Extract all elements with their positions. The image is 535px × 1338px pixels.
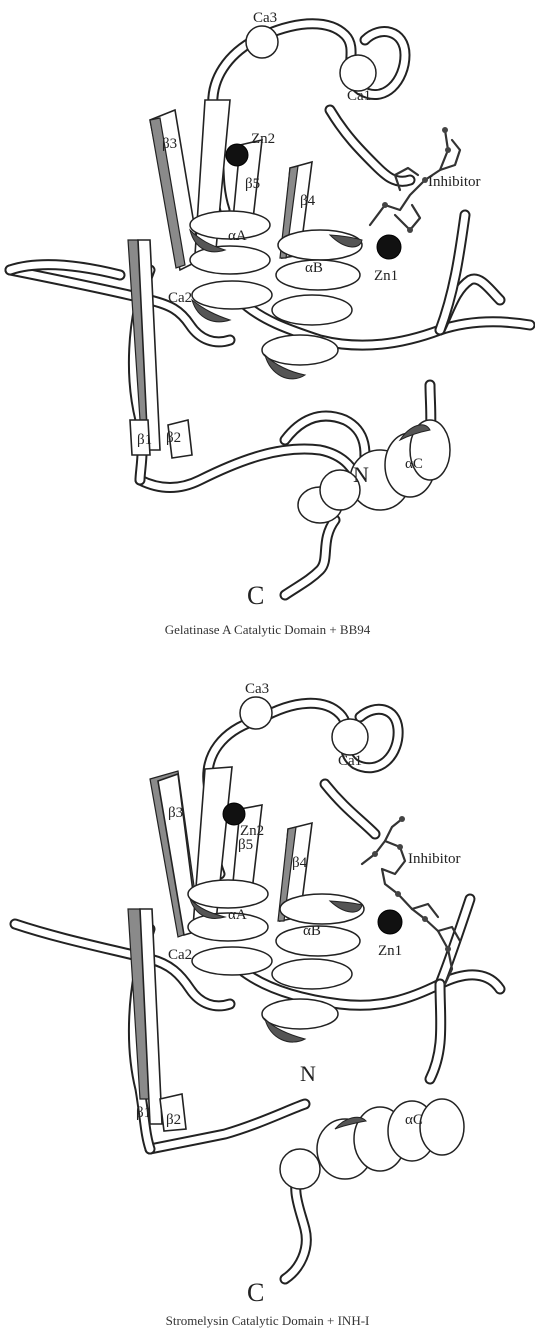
panel-caption: Gelatinase A Catalytic Domain + BB94	[0, 622, 535, 638]
label-c-term: C	[247, 1278, 264, 1307]
zn1-ion	[377, 235, 401, 259]
label-beta3: β3	[168, 805, 183, 821]
label-ca1: Ca1	[338, 753, 362, 769]
label-alphaC: αC	[405, 456, 423, 472]
label-beta4: β4	[292, 855, 308, 871]
ribbon-diagram-gelatinase: Ca3 Ca1 Zn2 β3 β5 β4 Inhibitor αA Zn1 αB…	[0, 0, 535, 669]
label-beta3: β3	[162, 136, 177, 152]
label-ca3: Ca3	[245, 681, 269, 697]
label-alphaC: αC	[405, 1112, 423, 1128]
ca3-ion	[246, 26, 278, 58]
label-beta5: β5	[245, 176, 260, 192]
label-alphaB: αB	[303, 923, 321, 939]
label-alphaA: αA	[228, 907, 247, 923]
label-beta1: β1	[137, 432, 152, 448]
label-alphaA: αA	[228, 228, 247, 244]
zn2-ion	[226, 144, 248, 166]
label-zn1: Zn1	[378, 943, 402, 959]
panel-stromelysin: Ca3 Ca1 Zn2 β3 β5 β4 Inhibitor αA Zn1 αB…	[0, 669, 535, 1338]
coil-loops	[15, 703, 500, 1279]
label-inhibitor: Inhibitor	[428, 174, 481, 190]
label-beta4: β4	[300, 193, 316, 209]
label-ca3: Ca3	[253, 10, 277, 26]
label-ca1: Ca1	[347, 88, 371, 104]
label-beta2: β2	[166, 1112, 181, 1128]
label-n-term: N	[300, 1061, 316, 1086]
panel-gelatinase: Ca3 Ca1 Zn2 β3 β5 β4 Inhibitor αA Zn1 αB…	[0, 0, 535, 669]
zn1-ion	[378, 910, 402, 934]
label-zn1: Zn1	[374, 268, 398, 284]
coil-loops	[10, 24, 530, 595]
panel-caption: Stromelysin Catalytic Domain + INH-I	[0, 1313, 535, 1329]
label-inhibitor: Inhibitor	[408, 851, 461, 867]
ca1-ion	[332, 719, 368, 755]
ca1-ion	[340, 55, 376, 91]
zn2-ion	[223, 803, 245, 825]
label-beta2: β2	[166, 430, 181, 446]
label-beta5: β5	[238, 837, 253, 853]
label-n-term: N	[353, 462, 369, 487]
label-c-term: C	[247, 581, 264, 610]
ribbon-diagram-stromelysin: Ca3 Ca1 Zn2 β3 β5 β4 Inhibitor αA Zn1 αB…	[0, 669, 535, 1338]
ca3-ion	[240, 697, 272, 729]
label-ca2: Ca2	[168, 290, 192, 306]
label-beta1: β1	[136, 1105, 151, 1121]
alpha-helices	[188, 880, 464, 1189]
label-ca2: Ca2	[168, 947, 192, 963]
label-alphaB: αB	[305, 260, 323, 276]
alpha-helices	[190, 211, 450, 523]
label-zn2: Zn2	[251, 131, 275, 147]
